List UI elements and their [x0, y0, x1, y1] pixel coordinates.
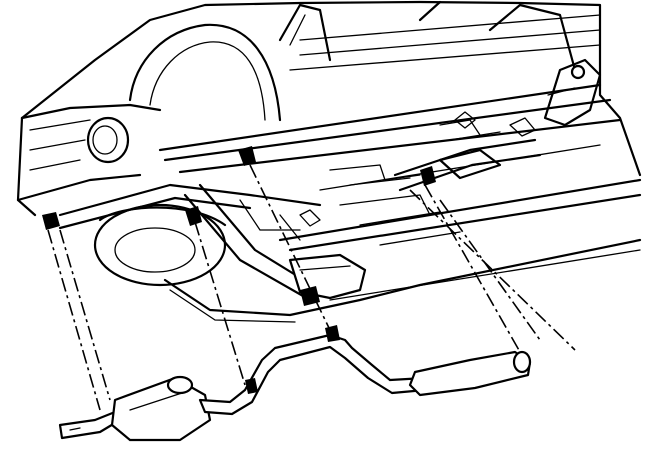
alignment-lines	[47, 164, 576, 411]
vehicle-underbody	[16, 0, 642, 323]
exhaust-system	[58, 325, 532, 442]
rear-muffler	[110, 375, 212, 442]
front-muffler	[408, 350, 532, 397]
